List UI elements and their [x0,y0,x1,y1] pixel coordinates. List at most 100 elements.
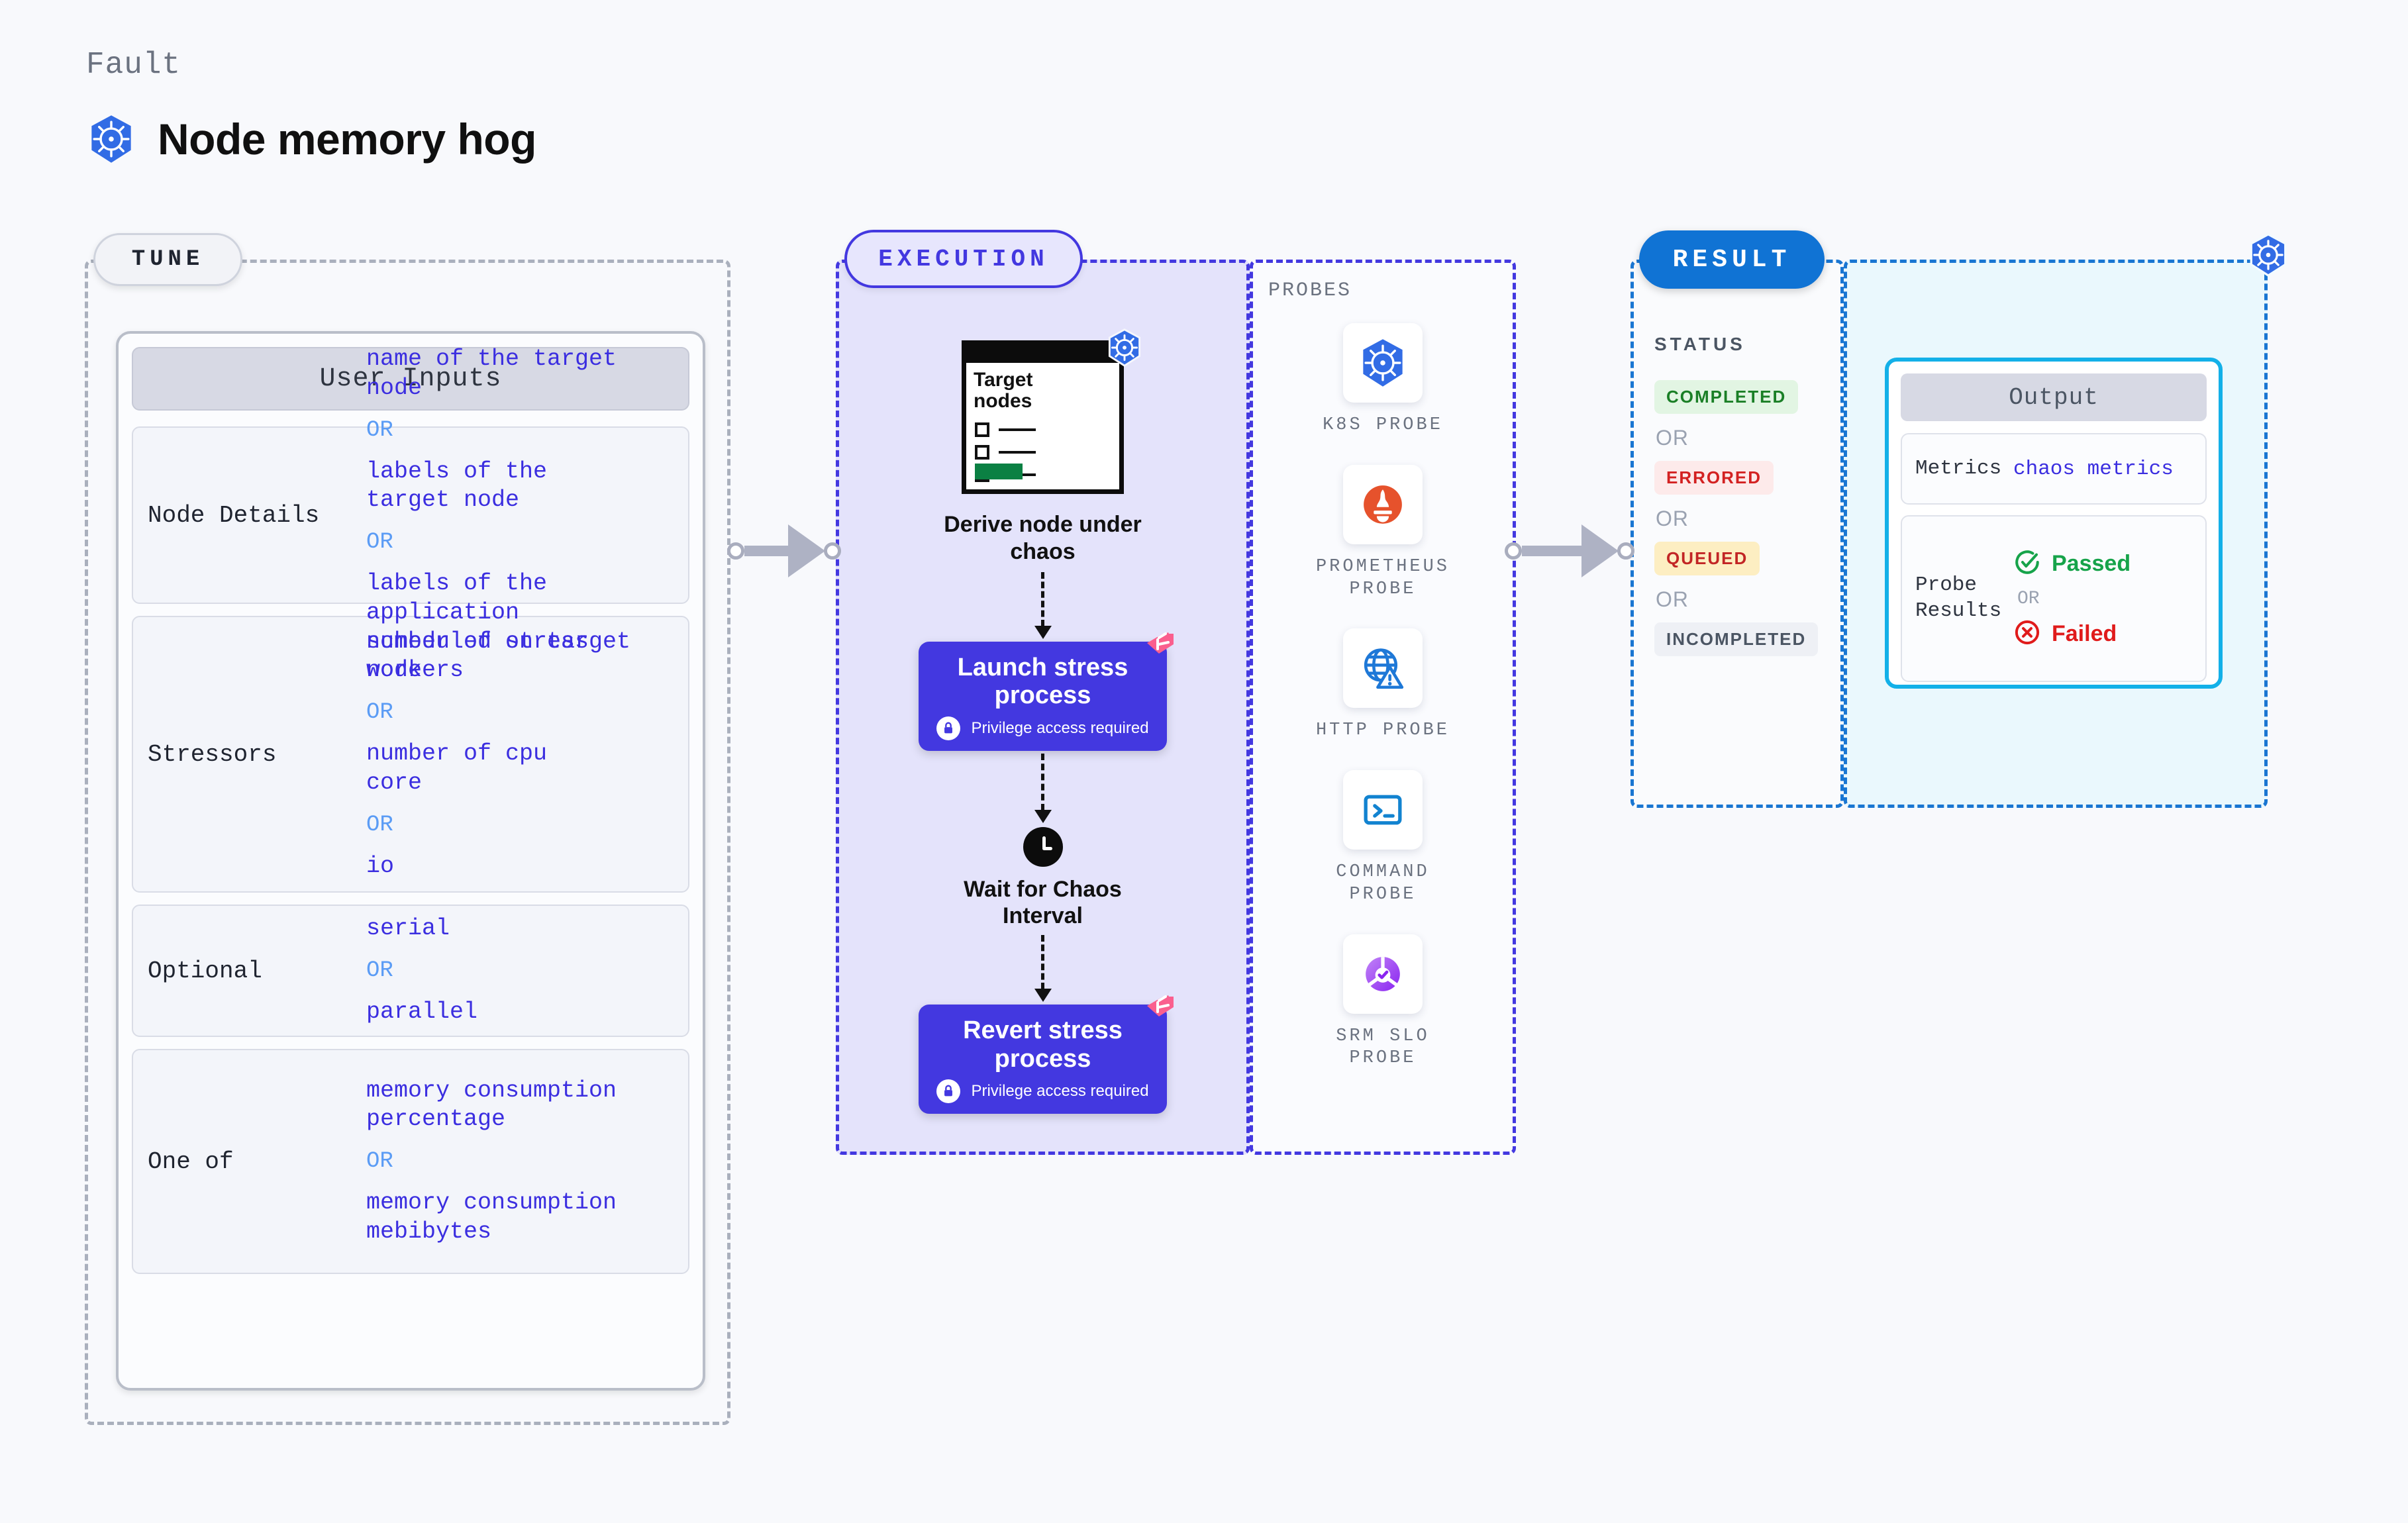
status-badge-errored: ERRORED [1654,461,1774,495]
lock-icon [936,716,961,740]
output-row-label: Probe Results [1915,573,2002,622]
input-row-values: name of the target node OR labels of the… [366,341,681,689]
input-or: OR [366,812,393,838]
checklist-item [975,445,1036,460]
input-value: memory consumption mebibytes [366,1189,617,1245]
probe-result-label: Failed [2052,620,2117,646]
input-value: parallel [366,999,478,1025]
output-stage: Output Metrics chaos metrics Probe Resul… [1844,233,2287,808]
flow-arrow [1034,935,1052,1003]
input-row-label: Stressors [148,740,277,768]
fault-title-row: Node memory hog [86,113,536,166]
checkbox-icon [975,422,989,437]
execution-steps: Target nodes [836,260,1250,1155]
output-row-label: Metrics [1915,456,2002,480]
probe-item-k8s[interactable]: K8S PROBE [1250,323,1516,437]
terminal-icon [1343,770,1423,850]
input-row-stressors: Stressors number of stress workers OR nu… [132,616,689,893]
result-stage: RESULT STATUS COMPLETED OR ERRORED OR QU… [1630,230,1844,808]
kubernetes-icon [1105,327,1144,371]
input-row-label: Node Details [148,501,320,529]
input-value: serial [366,915,450,942]
arrow-head [1034,989,1052,1003]
output-card: Output Metrics chaos metrics Probe Resul… [1885,358,2223,689]
input-row-values: memory consumption percentage OR memory … [366,1073,681,1251]
kubernetes-icon [86,113,136,166]
probe-label: HTTP PROBE [1315,720,1450,741]
probe-item-http[interactable]: HTTP PROBE [1250,628,1516,742]
kubernetes-icon [1343,323,1423,403]
input-row-one-of: One of memory consumption percentage OR … [132,1049,689,1274]
fault-kicker: Fault [86,48,181,82]
probe-item-srm-slo[interactable]: SRM SLO PROBE [1250,934,1516,1071]
connector-tune-execution [727,524,841,577]
input-value: labels of the application scheduled on t… [366,570,631,684]
flow-arrow [1034,753,1052,823]
arrow-line [1041,935,1044,990]
status-badge-completed: COMPLETED [1654,380,1799,414]
connector-arrowhead [788,524,825,577]
globe-warning-icon [1343,628,1423,709]
input-or: OR [366,530,393,555]
status-badge-incompleted: INCOMPLETED [1654,622,1819,656]
status-or: OR [1656,426,1689,450]
probe-result-label: Passed [2052,550,2131,576]
arrow-head [1034,809,1052,823]
probe-label: PROMETHEUS PROBE [1315,556,1450,599]
input-row-label: One of [148,1148,234,1175]
connector-dot [1617,542,1634,560]
x-circle-icon [2013,618,2041,650]
output-row-probe-results: Probe Results Passed OR [1901,515,2207,682]
arrow-line [1041,753,1044,811]
connector-bar [1522,546,1583,556]
probes-stage: PROBES K8S PROBE [1250,260,1516,1155]
output-row-values: chaos metrics [2013,458,2199,481]
progress-bar [975,464,1023,479]
probe-item-command[interactable]: COMMAND PROBE [1250,770,1516,907]
checkbox-icon [975,445,989,460]
user-inputs-title: User Inputs [132,347,689,411]
execution-stage: EXECUTION Target nodes [836,230,1250,1155]
page-title: Node memory hog [158,115,536,164]
result-stage-pill: RESULT [1639,230,1825,289]
output-title: Output [1901,373,2207,421]
input-value: io [366,852,395,879]
probes-list: K8S PROBE PROMETHEUS PROBE [1250,323,1516,1070]
step-label: Launch stress process [957,653,1129,710]
list-line [999,451,1036,454]
harness-icon [1143,994,1178,1029]
privilege-note: Privilege access required [919,1079,1167,1104]
input-value: number of cpu core [366,740,548,796]
status-badge-queued: QUEUED [1654,542,1760,575]
probe-result-passed: Passed [2013,548,2199,579]
tune-stage-border [85,260,730,1425]
metrics-value: chaos metrics [2013,457,2174,481]
probe-item-prometheus[interactable]: PROMETHEUS PROBE [1250,464,1516,601]
srm-slo-icon [1343,934,1423,1014]
status-title: STATUS [1654,334,1746,354]
probe-label: COMMAND PROBE [1336,862,1430,905]
input-or: OR [366,1149,393,1174]
connector-dot [824,542,841,560]
window-titlebar [962,340,1124,363]
connector-dot [1505,542,1522,560]
step-launch-stress-process[interactable]: Launch stress process Privilege access r… [919,632,1174,751]
probe-result-or: OR [2017,588,2040,609]
connector-execution-result [1505,524,1634,577]
tune-stage-pill: TUNE [93,233,242,286]
input-value: name of the target node [366,346,617,401]
connector-dot [727,542,744,560]
connector-arrowhead [1581,524,1619,577]
list-line [999,428,1036,431]
arrow-line [1041,571,1044,626]
step-label-wait-chaos-interval: Wait for Chaos Interval [964,876,1122,929]
output-row-values: Passed OR Failed [2013,548,2199,650]
arrow-head [1034,625,1052,639]
output-row-metrics: Metrics chaos metrics [1901,433,2207,505]
target-nodes-heading: Target nodes [974,369,1033,412]
input-row-node-details: Node Details name of the target node OR … [132,346,689,683]
step-revert-stress-process[interactable]: Revert stress process Privilege access r… [919,995,1174,1114]
execution-stage-pill: EXECUTION [844,230,1083,288]
input-value: number of stress workers [366,628,589,684]
input-value: memory consumption percentage [366,1077,617,1133]
